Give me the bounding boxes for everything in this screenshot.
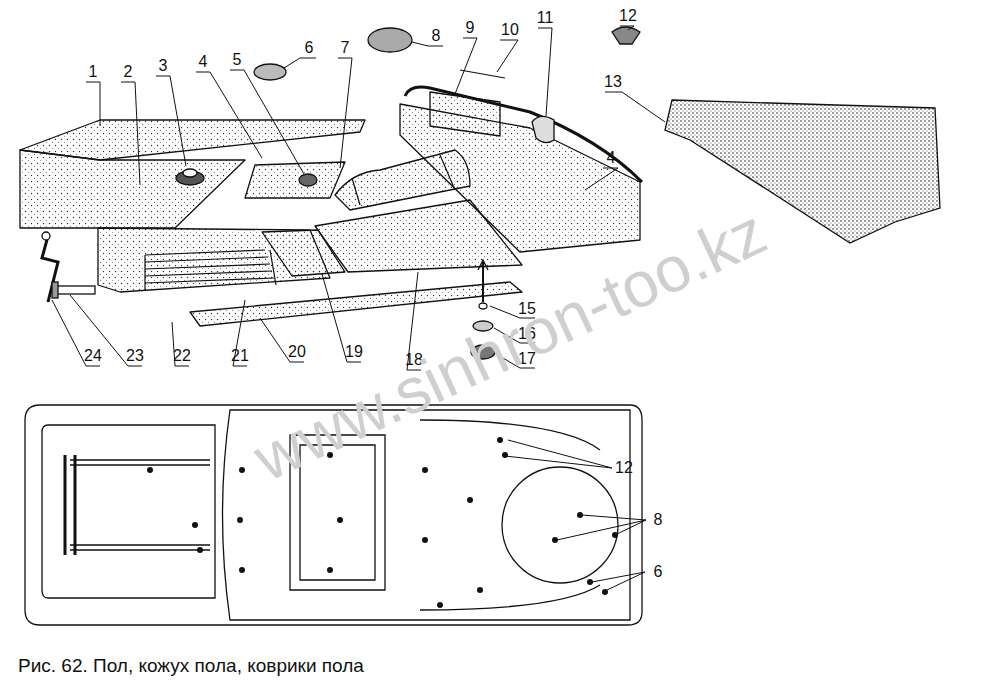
callout-number: 8 — [654, 512, 663, 528]
callout-number: 19 — [345, 344, 363, 360]
callout-number: 7 — [341, 40, 350, 56]
callout-number: 6 — [305, 40, 314, 56]
callout-number: 3 — [159, 58, 168, 74]
callout-number: 1 — [89, 64, 98, 80]
callout-number: 12 — [615, 460, 633, 476]
callout-number: 2 — [124, 64, 133, 80]
callout-number: 5 — [233, 52, 242, 68]
callout-number: 11 — [537, 10, 554, 26]
figure-caption: Рис. 62. Пол, кожух пола, коврики пола — [18, 656, 364, 675]
callout-number: 20 — [288, 344, 306, 360]
callout-number: 24 — [84, 348, 102, 364]
callout-number: 10 — [501, 22, 519, 38]
callout-number: 8 — [432, 28, 441, 44]
callout-number: 4 — [607, 150, 616, 166]
callout-number: 6 — [654, 564, 663, 580]
callout-number: 9 — [466, 20, 475, 36]
callout-number: 4 — [199, 54, 208, 70]
callout-number: 23 — [126, 348, 144, 364]
callout-number: 13 — [604, 74, 622, 90]
callout-number: 22 — [173, 348, 191, 364]
callout-number: 21 — [231, 348, 249, 364]
callout-number: 12 — [619, 8, 637, 24]
